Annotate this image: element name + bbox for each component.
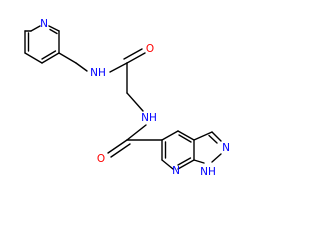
bond bbox=[193, 159, 205, 164]
bond bbox=[178, 134, 192, 143]
bond bbox=[49, 28, 58, 35]
bond bbox=[24, 52, 43, 64]
bond bbox=[41, 50, 57, 60]
bond bbox=[75, 62, 88, 72]
bond bbox=[211, 131, 222, 142]
atom-label-pyrazole-n2: N bbox=[222, 142, 230, 154]
atom-label-pyridine-n: N bbox=[40, 18, 48, 30]
bond bbox=[211, 153, 222, 163]
atom-labels: N NH O NH O N NH N bbox=[40, 18, 230, 178]
bond bbox=[177, 159, 195, 170]
bond bbox=[30, 25, 41, 32]
bond bbox=[110, 143, 131, 158]
bond bbox=[41, 52, 60, 64]
bond bbox=[58, 52, 77, 64]
bonds bbox=[24, 25, 222, 170]
atom-label-pyrazole-nh: NH bbox=[200, 166, 216, 178]
atom-label-carbonyl-o-2: O bbox=[97, 153, 105, 165]
bond bbox=[177, 157, 192, 166]
bond bbox=[109, 62, 128, 73]
molecule-diagram: N NH O NH O N NH N bbox=[24, 18, 230, 178]
atom-label-pyridine-n7: N bbox=[172, 165, 180, 177]
bond bbox=[161, 130, 179, 141]
bond bbox=[126, 124, 147, 141]
atom-label-carbonyl-o-1: O bbox=[146, 43, 154, 55]
bond bbox=[48, 25, 60, 32]
bond bbox=[193, 131, 213, 141]
bond bbox=[123, 48, 143, 60]
bond bbox=[126, 92, 144, 112]
bond bbox=[107, 139, 128, 154]
structure-canvas: N NH O NH O N NH N bbox=[24, 18, 230, 178]
atom-label-amide-nh-1: NH bbox=[90, 67, 106, 79]
bond bbox=[177, 130, 195, 141]
bond bbox=[161, 159, 174, 170]
bond bbox=[126, 52, 146, 64]
bond bbox=[208, 134, 218, 144]
atom-label-amide-nh-2: NH bbox=[141, 112, 157, 124]
